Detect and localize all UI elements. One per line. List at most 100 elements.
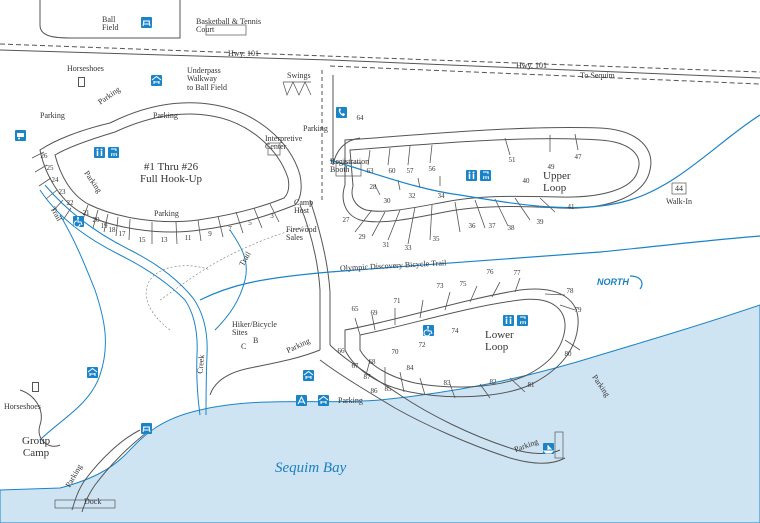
walk-in-label: Walk-In [666, 197, 693, 206]
site-number: 76 [486, 268, 494, 276]
picnic-shelter-icon [151, 75, 162, 86]
site-number: 73 [436, 282, 444, 290]
horseshoes-marker-icon [32, 382, 39, 392]
site-number: 40 [522, 177, 530, 185]
wheelchair-icon [423, 325, 434, 336]
hwy-label-east: Hwy. 101 [516, 61, 548, 70]
site-number: 18 [108, 226, 116, 234]
site-number: 75 [459, 280, 467, 288]
site-number: 21 [82, 209, 90, 217]
site-number: 37 [488, 222, 496, 230]
site-number: 9 [208, 230, 212, 238]
site-number: 65 [351, 305, 359, 313]
site-number: 71 [393, 297, 401, 305]
site-number: 34 [437, 192, 445, 200]
creek [39, 189, 201, 416]
site-number: 82 [489, 378, 497, 386]
site-number: 79 [574, 306, 582, 314]
site-number: 67 [351, 362, 359, 370]
parking-label-bottom: Parking [338, 396, 363, 405]
hookup-road [39, 102, 302, 233]
picnic-shelter-icon [318, 395, 329, 406]
site-number: 20 [92, 216, 100, 224]
restroom-icon [466, 170, 477, 181]
shower-icon [517, 315, 528, 326]
site-number: 29 [358, 233, 366, 241]
site-number: 69 [370, 309, 378, 317]
site-number: 15 [138, 236, 146, 244]
boat-launch-icon [543, 443, 554, 454]
site-number: 30 [383, 197, 391, 205]
north-arrow-label: NORTH [597, 277, 629, 287]
parking-label-inner: Parking [154, 209, 179, 218]
site-number: 78 [566, 287, 574, 295]
site-number: 47 [574, 153, 582, 161]
to-sequim-label: To Sequim [580, 71, 615, 80]
site-number: 84 [406, 364, 414, 372]
site-number: 11 [184, 234, 192, 242]
hiker-b-label: B [253, 336, 259, 345]
hwy-line-lower [0, 49, 760, 79]
bay-water [0, 304, 760, 523]
site-number: 63 [366, 167, 374, 175]
site-number: 27 [342, 216, 350, 224]
swings-label: Swings [287, 71, 311, 80]
site-number: 31 [382, 241, 390, 249]
site-number: 36 [468, 222, 476, 230]
site-number: 5 [248, 219, 252, 227]
site-number: 64 [356, 114, 364, 122]
shower-icon [108, 147, 119, 158]
site-number: 26 [40, 152, 48, 160]
hwy-line-upper [0, 43, 760, 73]
site-number: 39 [536, 218, 544, 226]
site-number: 81 [527, 381, 535, 389]
hwy-label-west: Hwy. 101 [228, 49, 260, 58]
site-number: 57 [406, 167, 414, 175]
site-number: 28 [369, 183, 377, 191]
site-number: 35 [432, 235, 440, 243]
site-number: 32 [408, 192, 416, 200]
site-number: 72 [418, 341, 426, 349]
site-number: 24 [51, 176, 59, 184]
picnic-table-icon [141, 17, 152, 28]
site-number: 86 [370, 387, 378, 395]
site-number: 83 [443, 379, 451, 387]
shower-icon [480, 170, 491, 181]
site-number: 33 [404, 244, 412, 252]
horseshoes-top-label: Horseshoes [67, 64, 104, 73]
site-number: 22 [66, 199, 74, 207]
sequim-bay-label: Sequim Bay [275, 460, 347, 476]
site-number: 77 [513, 269, 521, 277]
site-number: 41 [567, 203, 575, 211]
site-number: 87 [363, 373, 371, 381]
site-number: 38 [507, 224, 515, 232]
site-number: 56 [428, 165, 436, 173]
bike-trail [199, 235, 760, 301]
site-number: 17 [118, 230, 126, 238]
dock-label: Dock [84, 497, 102, 506]
site-number: 49 [547, 163, 555, 171]
site-number: 85 [384, 385, 392, 393]
site-number: 19 [100, 222, 108, 230]
parking-label-mid: Parking [153, 111, 178, 120]
restroom-icon [503, 315, 514, 326]
creek-label: Creek [195, 354, 207, 375]
walk-in-number: 44 [675, 184, 683, 193]
horseshoes-bottom-label: Horseshoes [4, 402, 41, 411]
site-number: 68 [368, 358, 376, 366]
site-number: 7 [228, 225, 232, 233]
site-number: 70 [391, 348, 399, 356]
site-number: 80 [564, 350, 572, 358]
